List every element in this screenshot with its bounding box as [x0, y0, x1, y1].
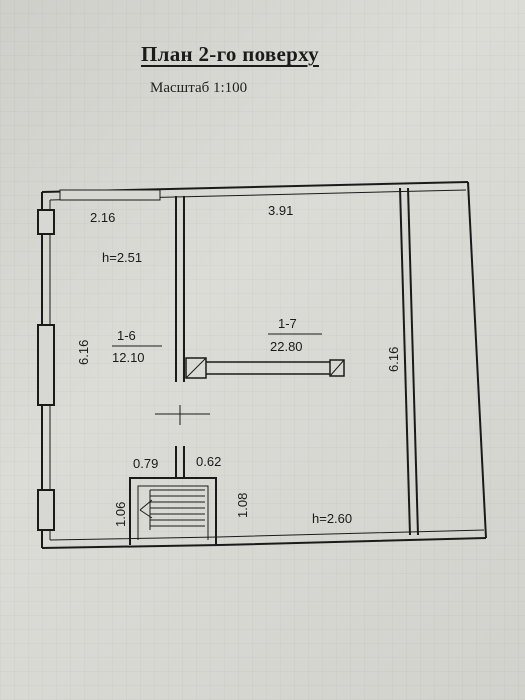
window-top — [59, 189, 161, 201]
scale-label: Масштаб 1:100 — [150, 80, 248, 96]
room-left-number: 1-6 — [117, 328, 136, 343]
dim-062: 0.62 — [196, 454, 221, 469]
room-right-area: 22.80 — [270, 339, 303, 354]
right-wall-a — [399, 187, 411, 536]
outer-wall-bottom-inner — [49, 529, 485, 541]
staircase — [139, 489, 205, 530]
vent-box-left — [185, 357, 207, 379]
plan-title: План 2-го поверху — [141, 42, 319, 66]
stair-wall — [129, 477, 217, 545]
window-left-2 — [37, 324, 55, 406]
outer-wall-bottom — [41, 537, 487, 549]
room-right-number: 1-7 — [278, 316, 297, 331]
dim-108: 1.08 — [235, 493, 250, 518]
outer-wall-right — [467, 181, 487, 539]
room-left-height: h=2.51 — [102, 250, 142, 265]
room-right-width: 3.91 — [268, 203, 293, 218]
dim-106: 1.06 — [113, 502, 128, 527]
dim-079: 0.79 — [133, 456, 158, 471]
right-wall-b — [407, 187, 419, 536]
room-left-area: 12.10 — [112, 350, 145, 365]
window-left-3 — [37, 489, 55, 531]
vent-box-right — [329, 359, 345, 377]
room-left-width: 2.16 — [90, 210, 115, 225]
room-right-height: h=2.60 — [312, 511, 352, 526]
room-left-length: 6.16 — [76, 340, 91, 365]
window-left-1 — [37, 209, 55, 235]
room-right-length: 6.16 — [386, 347, 401, 372]
